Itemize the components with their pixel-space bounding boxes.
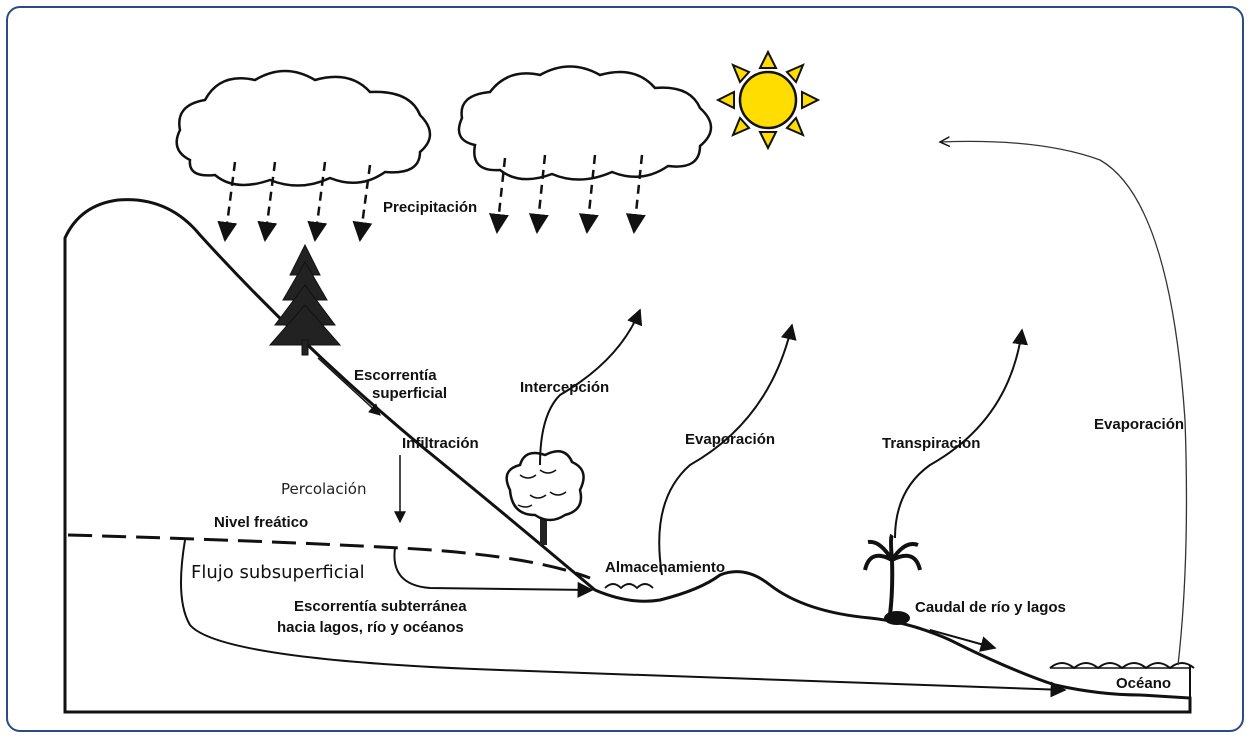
river-lake-spot bbox=[884, 611, 910, 625]
label-infiltracion: Infiltración bbox=[402, 435, 479, 452]
cloud-icon bbox=[459, 67, 711, 180]
label-almacenamiento: Almacenamiento bbox=[605, 559, 725, 576]
label-nivel-freatico: Nivel freático bbox=[214, 514, 308, 531]
storage-lake bbox=[605, 584, 653, 588]
label-evaporacion-centro: Evaporación bbox=[685, 431, 775, 448]
label-evaporacion-derecha: Evaporación bbox=[1094, 416, 1184, 433]
label-intercepcion: Intercepción bbox=[520, 379, 609, 396]
label-escorrentia-superficial-2: superficial bbox=[372, 385, 447, 402]
ocean-evaporation-arrow bbox=[940, 141, 1186, 665]
label-escorrentia-subterranea-2: hacia lagos, río y océanos bbox=[277, 619, 464, 636]
transpiration-arrow bbox=[895, 330, 1022, 538]
label-precipitacion: Precipitación bbox=[383, 199, 477, 216]
label-flujo-subsuperficial: Flujo subsuperficial bbox=[191, 562, 365, 583]
deciduous-tree-icon bbox=[507, 451, 584, 545]
label-escorrentia-superficial: Escorrentía bbox=[354, 367, 437, 384]
cloud-icon bbox=[177, 71, 430, 186]
pine-tree-icon bbox=[270, 245, 340, 355]
evaporation-arrow-center bbox=[659, 325, 792, 575]
palm-tree-icon bbox=[865, 535, 920, 615]
sun-icon bbox=[718, 52, 818, 148]
label-escorrentia-subterranea: Escorrentía subterránea bbox=[294, 598, 467, 615]
label-caudal: Caudal de río y lagos bbox=[915, 599, 1066, 616]
label-percolacion: Percolación bbox=[281, 480, 366, 498]
label-transpiracion: Transpiración bbox=[882, 435, 980, 452]
ground-profile bbox=[65, 200, 1190, 712]
label-oceano: Océano bbox=[1116, 675, 1171, 692]
